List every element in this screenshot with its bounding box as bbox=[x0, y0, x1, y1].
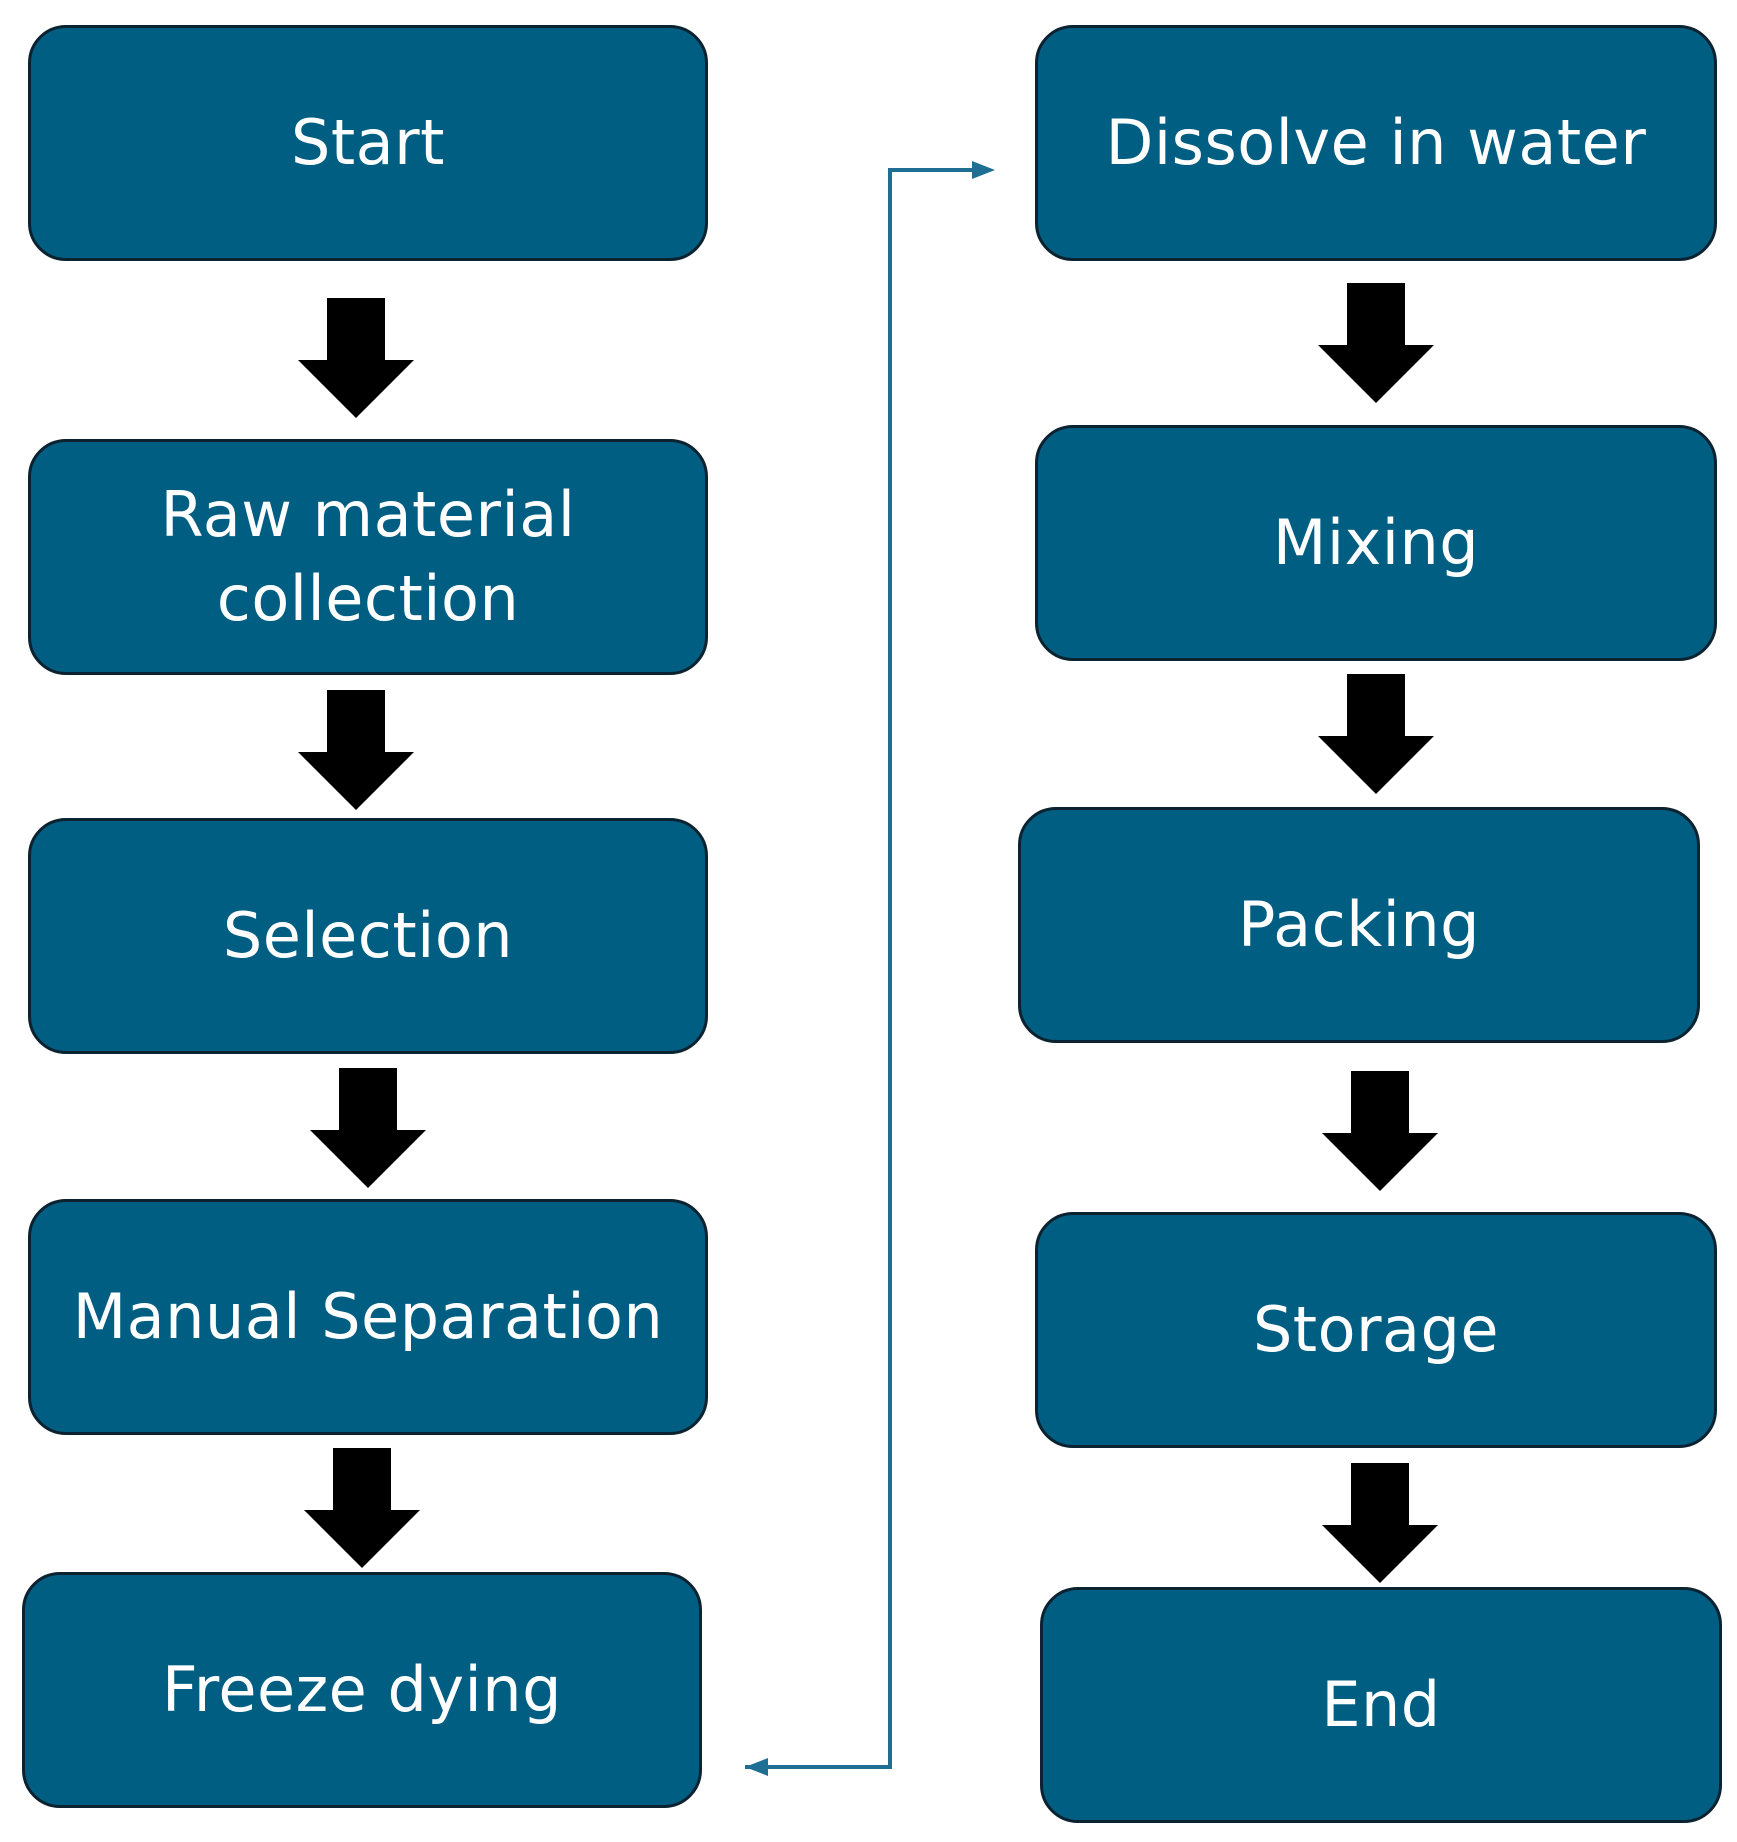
step-label: Dissolve in water bbox=[1105, 106, 1647, 180]
step-start: Start bbox=[28, 25, 708, 261]
down-arrow-icon bbox=[298, 690, 414, 810]
arrowhead-right-icon bbox=[972, 161, 995, 179]
step-packing: Packing bbox=[1018, 807, 1700, 1043]
down-arrow-icon bbox=[1322, 1463, 1438, 1583]
step-freeze-dying: Freeze dying bbox=[22, 1572, 702, 1808]
step-label: Packing bbox=[1238, 888, 1480, 962]
step-raw-material-collection: Raw material collection bbox=[28, 439, 708, 675]
down-arrow-icon bbox=[1318, 283, 1434, 403]
step-mixing: Mixing bbox=[1035, 425, 1717, 661]
step-dissolve-in-water: Dissolve in water bbox=[1035, 25, 1717, 261]
step-label: Selection bbox=[222, 899, 514, 973]
arrowhead-left-icon bbox=[745, 1758, 768, 1776]
connector-line bbox=[745, 168, 990, 1769]
step-label: Start bbox=[291, 106, 445, 180]
down-arrow-icon bbox=[1318, 674, 1434, 794]
step-end: End bbox=[1040, 1587, 1722, 1823]
step-label: Freeze dying bbox=[162, 1653, 562, 1727]
step-storage: Storage bbox=[1035, 1212, 1717, 1448]
step-label: Mixing bbox=[1272, 506, 1480, 580]
step-label: Storage bbox=[1252, 1293, 1500, 1367]
down-arrow-icon bbox=[1322, 1071, 1438, 1191]
step-manual-separation: Manual Separation bbox=[28, 1199, 708, 1435]
step-selection: Selection bbox=[28, 818, 708, 1054]
step-label: Manual Separation bbox=[72, 1280, 664, 1354]
down-arrow-icon bbox=[298, 298, 414, 418]
down-arrow-icon bbox=[310, 1068, 426, 1188]
step-label: End bbox=[1321, 1668, 1441, 1742]
step-label: Raw material collection bbox=[160, 478, 576, 635]
down-arrow-icon bbox=[304, 1448, 420, 1568]
